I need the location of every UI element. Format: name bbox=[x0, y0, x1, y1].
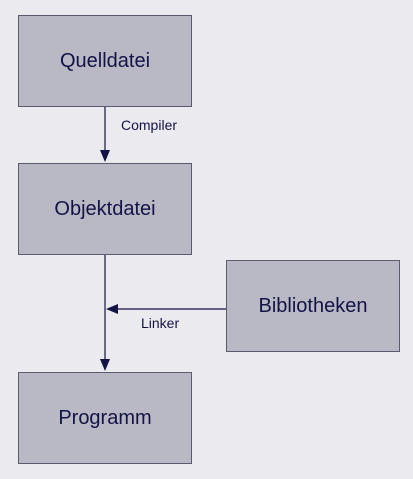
edge-libraries-arrowhead bbox=[106, 304, 118, 314]
edge-compile-arrowhead bbox=[100, 150, 110, 162]
edge-label-compiler: Compiler bbox=[121, 117, 178, 133]
node-object-file: Objektdatei bbox=[18, 163, 192, 255]
node-source-file: Quelldatei bbox=[18, 15, 192, 107]
edge-link-arrowhead bbox=[100, 359, 110, 371]
node-libraries: Bibliotheken bbox=[226, 260, 400, 352]
node-program: Programm bbox=[18, 372, 192, 464]
edge-label-linker: Linker bbox=[141, 315, 180, 331]
